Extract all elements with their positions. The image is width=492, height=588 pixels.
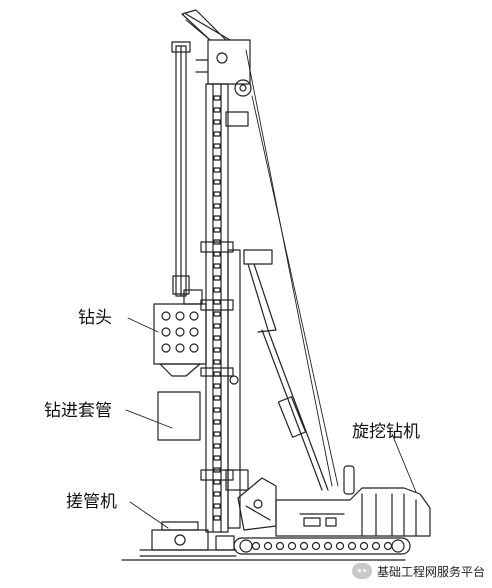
mast-tick [213, 263, 221, 269]
mast-tick [213, 155, 221, 161]
track-roller [263, 541, 273, 551]
casing-pipe [157, 391, 201, 441]
track-roller [275, 541, 285, 551]
drill-head-hole [161, 311, 171, 321]
mast-tick [213, 347, 221, 353]
drill-head-hole [175, 327, 185, 337]
watermark: 基础工程网服务平台 [352, 560, 485, 582]
drill-head-hole [189, 343, 199, 353]
track-roller [383, 541, 393, 551]
drill-head-hole [175, 343, 185, 353]
mast-tick [213, 107, 221, 113]
mast-tick [213, 503, 221, 509]
drill-head-holes [161, 311, 199, 353]
mast-tick [213, 431, 221, 437]
track-roller [287, 541, 297, 551]
mast-tick [213, 143, 221, 149]
mast [200, 83, 234, 533]
mast-tick [213, 323, 221, 329]
drill-head-hole [161, 327, 171, 337]
wechat-bubble-icon [352, 563, 372, 579]
mast-crown [181, 9, 252, 127]
mast-tick [213, 311, 221, 317]
drill-head-hole [175, 311, 185, 321]
mast-side-cylinder [225, 249, 277, 529]
support-cables [185, 19, 339, 487]
mast-tick [213, 215, 221, 221]
drill-head-hole [189, 311, 199, 321]
mast-tick [213, 203, 221, 209]
mast-tick [213, 455, 221, 461]
casing-oscillator [139, 521, 237, 557]
track-roller [323, 541, 333, 551]
mast-tick [213, 131, 221, 137]
mast-tick [213, 491, 221, 497]
mast-base-arm [237, 477, 277, 531]
mast-tick [213, 179, 221, 185]
mast-tick [213, 95, 221, 101]
mast-tick [213, 287, 221, 293]
label-casing-oscillator: 搓管机 [66, 492, 117, 512]
mast-ticks [213, 95, 221, 521]
mast-tick [213, 227, 221, 233]
track-roller [251, 541, 261, 551]
rig-body [275, 465, 431, 537]
mast-tick [213, 119, 221, 125]
crawler-track [233, 537, 411, 555]
kelly-bar [171, 41, 203, 305]
track-roller [335, 541, 345, 551]
drill-head-hole [161, 343, 171, 353]
track-roller [359, 541, 369, 551]
label-drill-head: 钻头 [78, 308, 112, 328]
mast-tick [213, 515, 221, 521]
drill-head [153, 303, 207, 377]
drill-head-hole [189, 327, 199, 337]
track-roller [371, 541, 381, 551]
mast-tick [213, 191, 221, 197]
mast-tick [213, 383, 221, 389]
boom-strut [257, 329, 329, 491]
mast-tick [213, 167, 221, 173]
mast-tick [213, 419, 221, 425]
mast-tick [213, 275, 221, 281]
mast-tick [213, 335, 221, 341]
mast-tick [213, 251, 221, 257]
mast-tick [213, 407, 221, 413]
leader-lines [125, 317, 417, 529]
mast-tick [213, 359, 221, 365]
mast-tick [213, 443, 221, 449]
watermark-text: 基础工程网服务平台 [377, 564, 486, 579]
track-roller [347, 541, 357, 551]
track-roller [299, 541, 309, 551]
track-rollers [251, 541, 393, 551]
label-casing: 钻进套管 [44, 401, 112, 421]
mast-tick [213, 395, 221, 401]
track-roller [311, 541, 321, 551]
label-rotary-rig: 旋挖钻机 [352, 422, 420, 442]
